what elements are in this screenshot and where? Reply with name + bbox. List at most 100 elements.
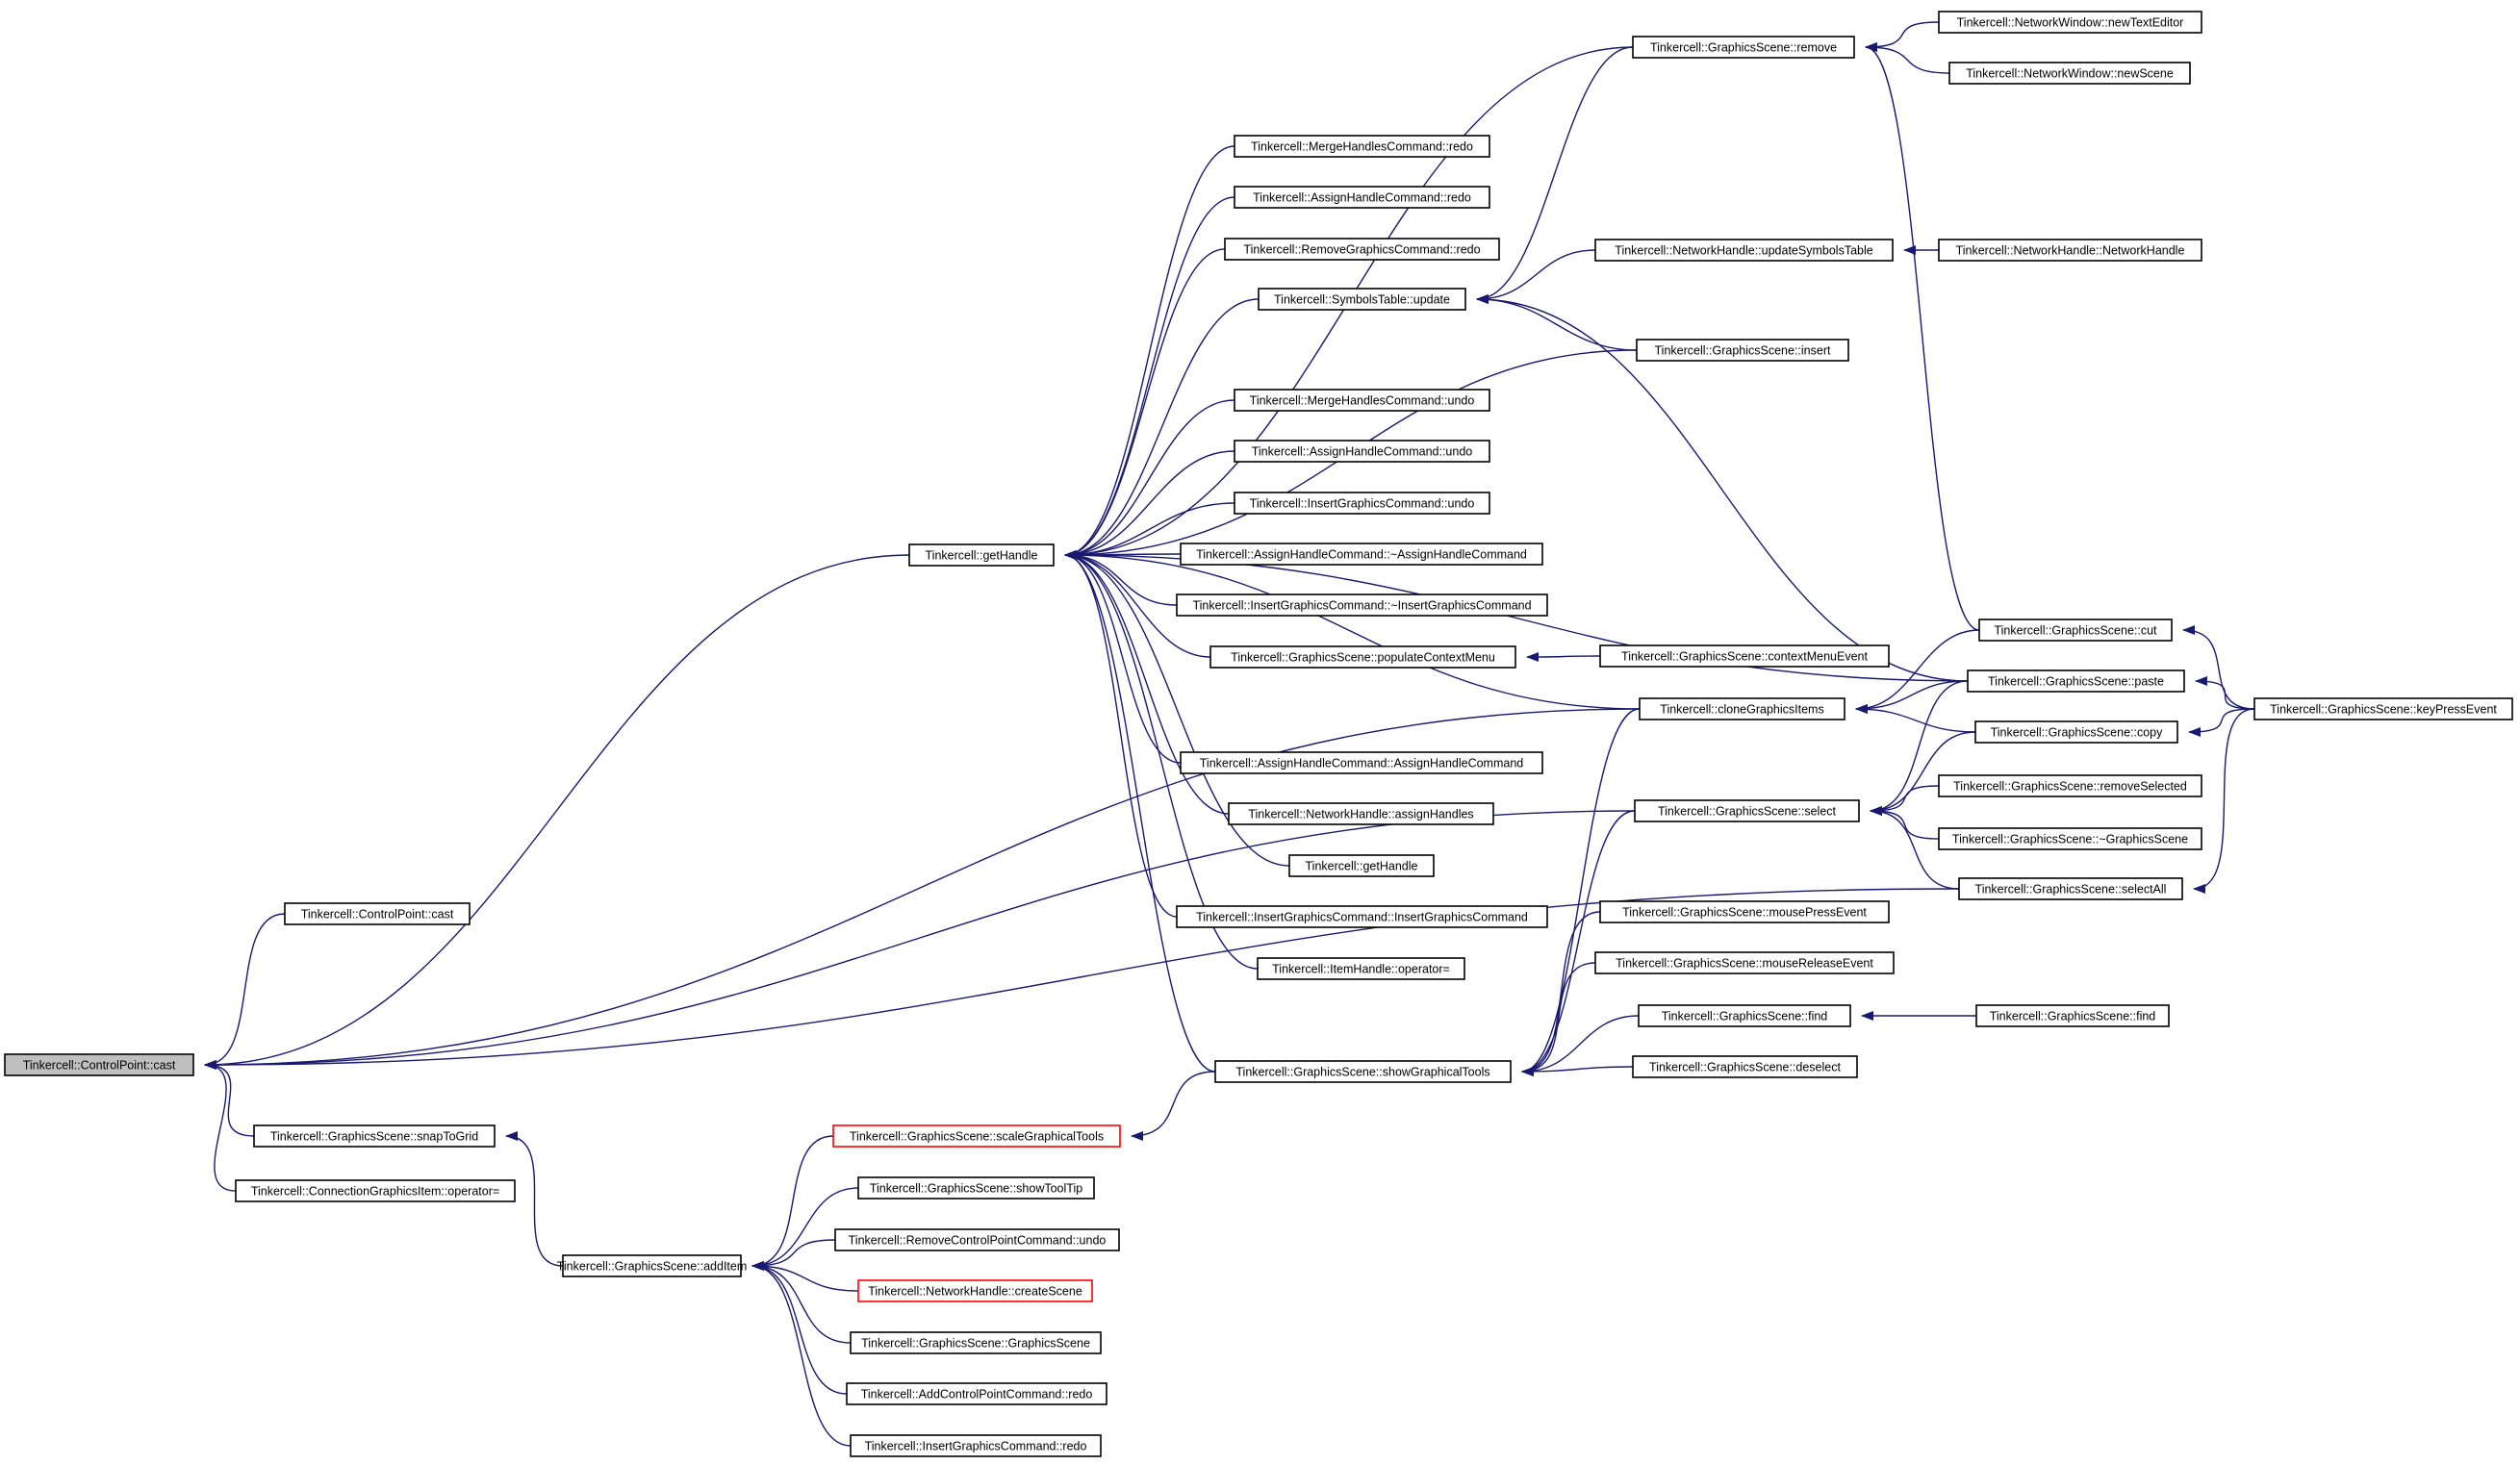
function-node-select[interactable]: Tinkercell::GraphicsScene::select [1634,799,1860,822]
function-node-igdtor[interactable]: Tinkercell::InsertGraphicsCommand::~Inse… [1176,594,1548,617]
function-node-showtools[interactable]: Tinkercell::GraphicsScene::showGraphical… [1214,1060,1512,1083]
function-node-ctxevent[interactable]: Tinkercell::GraphicsScene::contextMenuEv… [1599,644,1890,668]
function-node-label: Tinkercell::GraphicsScene::removeSelecte… [1953,780,2187,794]
function-node-copy[interactable]: Tinkercell::GraphicsScene::copy [1974,720,2178,744]
function-node-stupdate[interactable]: Tinkercell::SymbolsTable::update [1258,288,1466,311]
call-edge-gethandle-ahredo [1064,196,1235,560]
call-edge-remove-newscene [1865,42,1950,74]
function-node-tooltip[interactable]: Tinkercell::GraphicsScene::showToolTip [857,1176,1095,1200]
function-node-ahctor[interactable]: Tinkercell::AssignHandleCommand::AssignH… [1180,751,1543,774]
function-node-cgiop[interactable]: Tinkercell::ConnectionGraphicsItem::oper… [235,1179,516,1202]
function-node-label: Tinkercell::SymbolsTable::update [1274,293,1450,307]
function-node-label: Tinkercell::GraphicsScene::addItem [557,1260,748,1274]
function-node-box [1594,951,1895,974]
call-edge-snap-additem [505,1131,564,1267]
function-node-box [834,1228,1120,1251]
function-node-insert[interactable]: Tinkercell::GraphicsScene::insert [1636,339,1849,362]
call-edge-gethandle-stupdate [1064,298,1260,560]
function-node-label: Tinkercell::AssignHandleCommand::redo [1253,191,1471,205]
function-node-mrelease[interactable]: Tinkercell::GraphicsScene::mouseReleaseE… [1594,951,1895,974]
function-node-box [1938,827,2202,850]
function-node-gethandle[interactable]: Tinkercell::getHandle [908,543,1055,567]
function-node-box [1938,239,2202,262]
function-node-label: Tinkercell::GraphicsScene::deselect [1649,1061,1841,1074]
function-node-newtext[interactable]: Tinkercell::NetworkWindow::newTextEditor [1938,11,2202,34]
function-node-box [562,1254,742,1277]
function-node-addcpredo[interactable]: Tinkercell::AddControlPointCommand::redo [846,1382,1107,1405]
function-node-cpcast2[interactable]: Tinkercell::ControlPoint::cast [284,902,471,925]
function-node-paste[interactable]: Tinkercell::GraphicsScene::paste [1967,669,2185,693]
call-edge-select-copy [1870,731,1976,816]
function-node-label: Tinkercell::NetworkWindow::newScene [1966,67,2174,81]
function-node-newscene[interactable]: Tinkercell::NetworkWindow::newScene [1948,62,2191,85]
function-node-label: Tinkercell::GraphicsScene::snapToGrid [270,1130,478,1144]
function-node-box [1632,1055,1858,1078]
function-node-box [1209,645,1516,669]
call-edge-root-gethandle [204,554,910,1070]
function-node-cut[interactable]: Tinkercell::GraphicsScene::cut [1978,619,2173,642]
call-edge-root-clone [204,708,1641,1070]
function-node-rmcpundo[interactable]: Tinkercell::RemoveControlPointCommand::u… [834,1228,1120,1251]
function-node-box [1258,288,1466,311]
function-node-additem[interactable]: Tinkercell::GraphicsScene::addItem [557,1254,748,1277]
function-node-rmsel[interactable]: Tinkercell::GraphicsScene::removeSelecte… [1938,774,2202,797]
call-edge-root-select [204,810,1636,1070]
function-node-ahundo[interactable]: Tinkercell::AssignHandleCommand::undo [1234,440,1490,463]
call-edge-additem-tooltip [751,1187,859,1271]
function-node-igctor[interactable]: Tinkercell::InsertGraphicsCommand::Inser… [1176,905,1548,928]
function-node-label: Tinkercell::GraphicsScene::insert [1655,344,1831,358]
function-node-scaletools[interactable]: Tinkercell::GraphicsScene::scaleGraphica… [832,1124,1121,1148]
function-node-label: Tinkercell::GraphicsScene::copy [1991,726,2164,740]
function-node-igundo[interactable]: Tinkercell::InsertGraphicsCommand::undo [1234,492,1490,515]
function-node-box [850,1331,1102,1354]
function-node-snap[interactable]: Tinkercell::GraphicsScene::snapToGrid [253,1124,496,1148]
function-node-box [1176,905,1548,928]
function-node-box [846,1382,1107,1405]
function-node-label: Tinkercell::GraphicsScene::showGraphical… [1235,1066,1489,1079]
function-node-label: Tinkercell::GraphicsScene::select [1658,805,1837,819]
call-edge-showtools-find1 [1521,1015,1640,1076]
call-edge-showtools-deselect [1521,1066,1634,1076]
function-node-box [1975,1004,2170,1027]
function-node-gsdtor[interactable]: Tinkercell::GraphicsScene::~GraphicsScen… [1938,827,2202,850]
function-node-find2[interactable]: Tinkercell::GraphicsScene::find [1975,1004,2170,1027]
function-node-label: Tinkercell::AssignHandleCommand::undo [1252,445,1473,459]
function-node-gsctor[interactable]: Tinkercell::GraphicsScene::GraphicsScene [850,1331,1102,1354]
function-node-box [832,1124,1121,1148]
function-node-mhredo[interactable]: Tinkercell::MergeHandlesCommand::redo [1234,135,1490,158]
function-node-gethandle2[interactable]: Tinkercell::getHandle [1288,854,1435,877]
function-node-mpress[interactable]: Tinkercell::GraphicsScene::mousePressEve… [1599,900,1890,923]
function-node-clone[interactable]: Tinkercell::cloneGraphicsItems [1639,697,1845,720]
function-node-label: Tinkercell::GraphicsScene::scaleGraphica… [850,1130,1104,1144]
function-node-box [1257,957,1465,980]
function-node-box [4,1053,194,1076]
function-node-label: Tinkercell::AssignHandleCommand::AssignH… [1200,757,1524,770]
function-node-label: Tinkercell::getHandle [1306,860,1418,873]
function-node-label: Tinkercell::ConnectionGraphicsItem::oper… [251,1185,499,1199]
function-node-insredo[interactable]: Tinkercell::InsertGraphicsCommand::redo [850,1434,1102,1457]
function-node-ahdtor[interactable]: Tinkercell::AssignHandleCommand::~Assign… [1180,543,1543,566]
call-edge-stupdate-insert [1476,294,1638,351]
call-edge-gethandle-igdtor [1064,550,1178,606]
function-node-nhupdsym[interactable]: Tinkercell::NetworkHandle::updateSymbols… [1594,239,1894,262]
function-node-label: Tinkercell::InsertGraphicsCommand::redo [865,1440,1087,1453]
function-node-popctx[interactable]: Tinkercell::GraphicsScene::populateConte… [1209,645,1516,669]
function-node-label: Tinkercell::ItemHandle::operator= [1272,963,1450,976]
function-node-nhctor[interactable]: Tinkercell::NetworkHandle::NetworkHandle [1938,239,2202,262]
function-node-remove[interactable]: Tinkercell::GraphicsScene::remove [1632,36,1855,59]
function-node-ihop[interactable]: Tinkercell::ItemHandle::operator= [1257,957,1465,980]
function-node-ahredo[interactable]: Tinkercell::AssignHandleCommand::redo [1234,186,1490,209]
function-node-selall[interactable]: Tinkercell::GraphicsScene::selectAll [1958,877,2183,900]
function-node-keypress[interactable]: Tinkercell::GraphicsScene::keyPressEvent [2253,697,2513,720]
function-node-nhassign[interactable]: Tinkercell::NetworkHandle::assignHandles [1228,802,1494,825]
function-node-mhundo[interactable]: Tinkercell::MergeHandlesCommand::undo [1234,389,1490,412]
function-node-rgredo[interactable]: Tinkercell::RemoveGraphicsCommand::redo [1224,238,1500,261]
call-edge-additem-insredo [751,1261,852,1447]
function-node-find1[interactable]: Tinkercell::GraphicsScene::find [1638,1004,1851,1027]
function-node-label: Tinkercell::InsertGraphicsCommand::Inser… [1196,911,1528,924]
function-node-deselect[interactable]: Tinkercell::GraphicsScene::deselect [1632,1055,1858,1078]
call-edge-gethandle-showtools [1064,550,1216,1073]
function-node-box [1288,854,1435,877]
function-node-box [235,1179,516,1202]
function-node-createscene[interactable]: Tinkercell::NetworkHandle::createScene [857,1279,1093,1302]
